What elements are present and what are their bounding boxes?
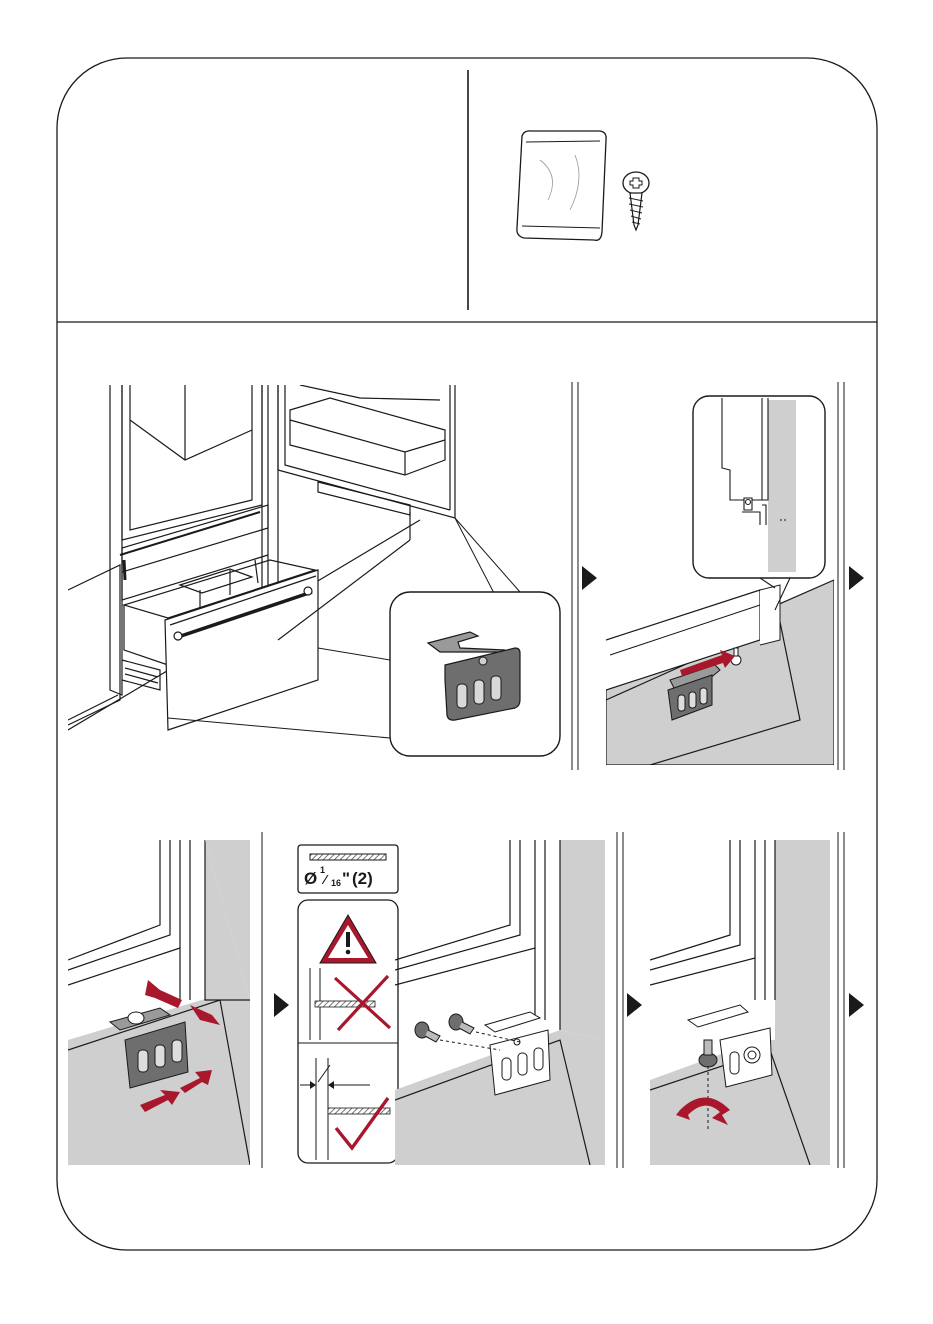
drill-unit: " xyxy=(342,869,350,888)
screw-tighten-step xyxy=(650,840,830,1165)
drill-diameter-symbol: Ø xyxy=(304,869,317,888)
bracket-screw-step xyxy=(395,840,605,1165)
next-step-arrow-icon xyxy=(582,566,597,590)
bracket-position-zoom xyxy=(693,396,825,578)
drill-fraction-denominator: 16 xyxy=(331,878,341,888)
parts-bag xyxy=(517,131,606,240)
next-step-arrow-icon xyxy=(849,993,864,1017)
bracket-insert-step xyxy=(606,580,834,765)
drill-bit-icon xyxy=(310,854,386,860)
next-step-arrow-icon xyxy=(849,566,864,590)
next-step-arrow-icon xyxy=(627,993,642,1017)
next-step-arrow-icon xyxy=(274,993,289,1017)
mounting-screw-icon xyxy=(623,172,649,230)
bracket-adjust-step xyxy=(68,840,250,1165)
drill-quantity: (2) xyxy=(352,869,373,888)
